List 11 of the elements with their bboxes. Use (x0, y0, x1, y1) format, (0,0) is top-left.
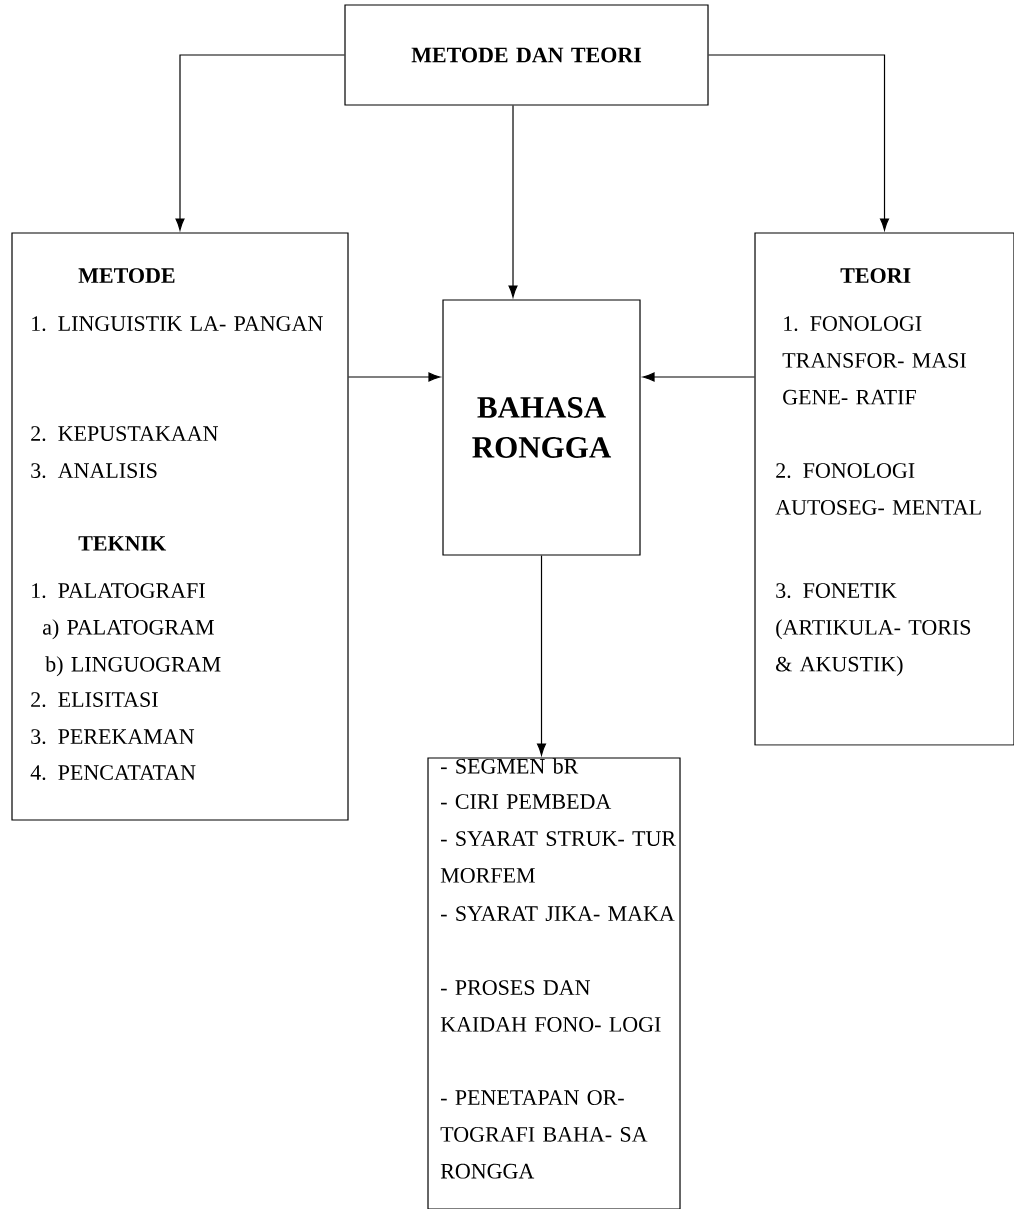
arrow (508, 105, 518, 298)
arrow (708, 54, 890, 231)
arrow (348, 372, 441, 382)
theory-box: TEORI 1. FONOLOGI TRANSFOR- MASI GENE- RATIF 2. FONOLOGI AUTOSEG- MENTAL 3. FONETIK (ARTIKULA- TORIS & AKUSTIK) (754, 232, 1014, 746)
arrow (642, 372, 755, 382)
arrow (175, 54, 345, 231)
method-box: METODE 1. LINGUISTIK LA- PANGAN 2. KEPUSTAKAAN 3. ANALISIS TEKNIK 1. PALATOGRAFI a) PALATOGRAM b) LINGUOGRAM 2. ELISITASI 3. PEREKAMAN 4. PENCATATAN (11, 232, 349, 821)
title-box: METODE DAN TEORI (344, 4, 709, 106)
arrow (536, 555, 547, 756)
result-box: - SEGMEN bR - CIRI PEMBEDA - SYARAT STRUK- TUR MORFEM - SYARAT JIKA- MAKA - PROSES DAN KAIDAH FONO- LOGI - PENETAPAN OR- TOGRAFI BAHA- SA RONGGA (427, 757, 681, 1209)
center-box: BAHASA RONGGA (442, 299, 641, 556)
